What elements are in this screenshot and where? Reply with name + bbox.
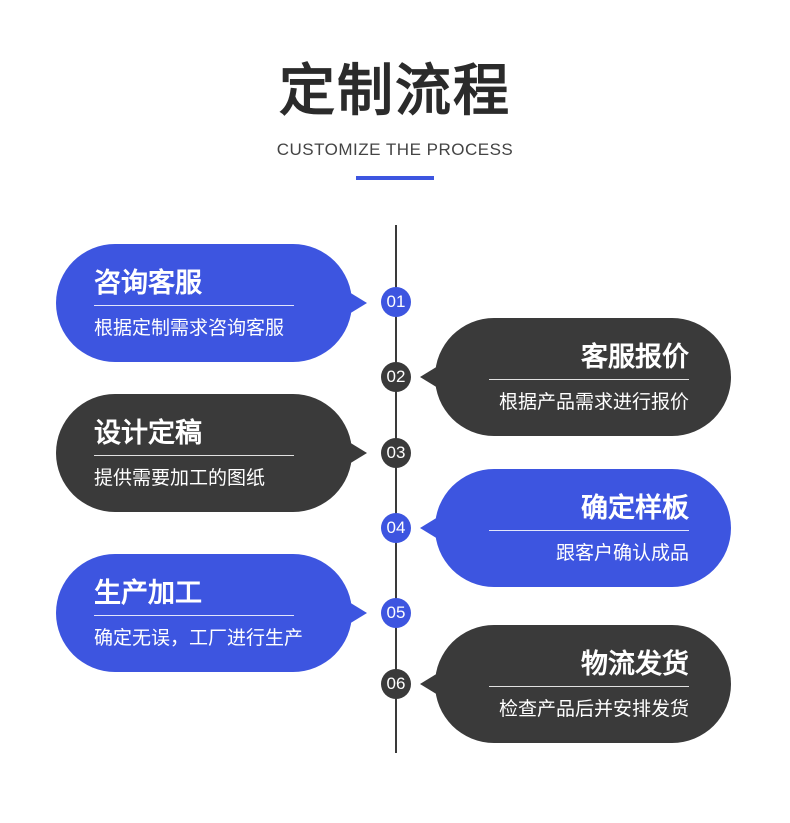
step-description: 根据定制需求咨询客服 [94, 317, 285, 339]
step-divider [94, 615, 294, 616]
step-number-02: 02 [381, 362, 411, 392]
step-divider [94, 305, 294, 306]
step-card-02: 客服报价 根据产品需求进行报价 [420, 318, 731, 436]
step-title: 确定样板 [581, 493, 689, 524]
step-number-05: 05 [381, 598, 411, 628]
step-description: 提供需要加工的图纸 [94, 467, 266, 489]
step-card-04: 确定样板 跟客户确认成品 [420, 469, 731, 587]
step-divider [489, 686, 689, 687]
step-title: 客服报价 [581, 342, 689, 373]
step-card-06: 物流发货 检查产品后并安排发货 [420, 625, 731, 743]
step-title: 物流发货 [581, 649, 689, 680]
step-card-03: 设计定稿 提供需要加工的图纸 [56, 394, 367, 512]
step-number-04: 04 [381, 513, 411, 543]
step-title: 生产加工 [94, 578, 202, 609]
step-divider [94, 455, 294, 456]
step-number-03: 03 [381, 438, 411, 468]
step-card-01: 咨询客服 根据定制需求咨询客服 [56, 244, 367, 362]
step-divider [489, 379, 689, 380]
step-description: 跟客户确认成品 [555, 542, 689, 564]
timeline-line [395, 225, 397, 753]
step-number-01: 01 [381, 287, 411, 317]
step-divider [489, 530, 689, 531]
step-title: 设计定稿 [94, 418, 202, 449]
step-description: 确定无误，工厂进行生产 [94, 627, 304, 649]
title-underline [356, 176, 434, 180]
step-title: 咨询客服 [94, 268, 202, 299]
step-description: 根据产品需求进行报价 [498, 391, 689, 413]
page-subtitle: CUSTOMIZE THE PROCESS [276, 140, 514, 159]
page-title: 定制流程 [279, 59, 511, 124]
step-number-06: 06 [381, 669, 411, 699]
step-description: 检查产品后并安排发货 [498, 698, 689, 720]
step-card-05: 生产加工 确定无误，工厂进行生产 [56, 554, 367, 672]
